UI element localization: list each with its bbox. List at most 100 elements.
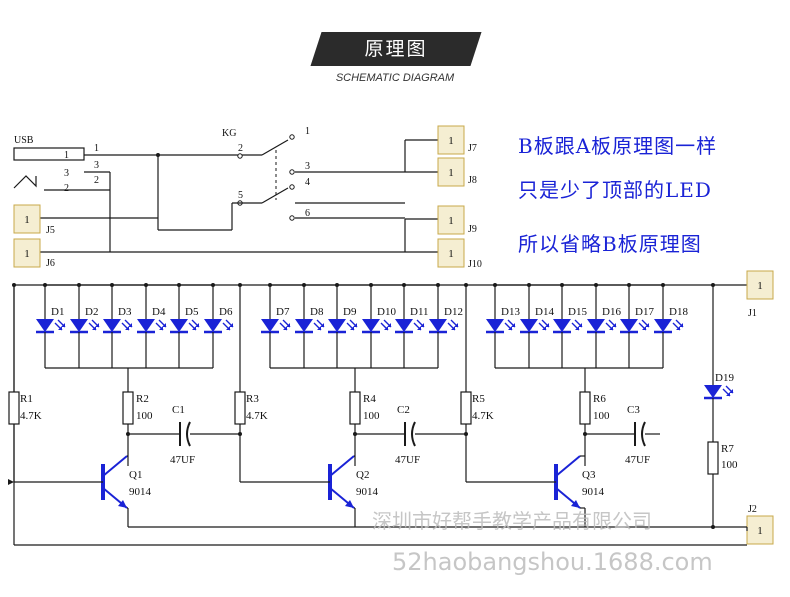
resistor-r4 [349,391,361,425]
page-title: 原理图 [364,38,428,60]
led-d16-top-junction [594,283,598,287]
resistor-r7-name: R7 [721,443,734,455]
resistor-r1-value: 4.7K [20,410,42,422]
usb-pin-2: 2 [64,183,69,194]
led-d1-ray-tips [58,323,65,330]
connector-j9-box [437,205,465,235]
led-d10-top-junction [369,283,373,287]
led-d1-body [36,319,54,332]
kg-pin-2: 2 [238,143,243,154]
led-d16-label: D16 [602,306,621,318]
kg-pin-2-terminal [237,153,243,159]
led-d10-ray-tips [384,323,391,330]
kg-contact-a [261,139,289,156]
connector-j2-box-label: 1 [757,525,763,537]
led-d13-top-junction [493,283,497,287]
led-d19-label: D19 [715,372,734,384]
watermark-url: 52haobangshou.1688.com [392,548,713,576]
kg-pin-3: 3 [305,161,310,172]
capacitor-c2-name: C2 [397,404,410,416]
led-d7-body [261,319,279,332]
connector-j2-box [746,515,774,545]
resistor-r7-value: 100 [721,459,738,471]
junction-c2-r5 [464,432,468,436]
resistor-r4-name: R4 [363,393,376,405]
note-line-3: 所以省略B板原理图 [518,232,702,256]
led-d15-ray-tips [575,323,582,330]
led-d10-label: D10 [377,306,396,318]
led-d5-ray-tips [192,323,199,330]
led-d7-ray-tips [283,323,290,330]
junction-r1-top [12,283,16,287]
led-d8-ray-tips [317,323,324,330]
kg-pin-5: 5 [238,190,243,201]
note-line-1: B板跟A板原理图一样 [518,134,718,158]
connector-j1-label: J1 [748,308,757,319]
kg-contact-b [261,187,289,204]
connector-j5-box [13,204,41,234]
led-d6-ray-tips [226,323,233,330]
resistor-r4-value: 100 [363,410,380,422]
connector-j6-box [13,238,41,268]
led-d11-body [395,319,413,332]
resistor-r2-name: R2 [136,393,149,405]
led-d4-body [137,319,155,332]
led-d4-ray-tips [159,323,166,330]
resistor-r3-name: R3 [246,393,259,405]
resistor-r2-value: 100 [136,410,153,422]
kg-pin-6: 6 [305,208,310,219]
led-d13-body [486,319,504,332]
capacitor-c3-curved-plate [641,421,646,447]
usb-label: USB [14,135,34,146]
connector-j2-label: J2 [748,504,757,515]
led-d17-top-junction [627,283,631,287]
led-d6-top-junction [211,283,215,287]
kg-pin-1-terminal [289,134,295,140]
transistor-q2-type: 9014 [356,486,379,498]
led-d14-top-junction [527,283,531,287]
usb-line-pin-2: 2 [94,175,99,186]
capacitor-c1-value: 47UF [170,454,195,466]
capacitor-c2-curved-plate [411,421,416,447]
led-d7-top-junction [268,283,272,287]
connector-j7-box [437,125,465,155]
kg-pin-6-terminal [289,215,295,221]
led-d12-ray-tips [451,323,458,330]
wire-q1-base-arrow [8,479,14,485]
kg-pin-3-terminal [289,169,295,175]
led-d15-body [553,319,571,332]
transistor-q2-emitter-arrow [345,500,354,508]
connector-j10-label: J10 [468,259,482,270]
usb-plug [13,147,85,161]
resistor-r3-value: 4.7K [246,410,268,422]
led-d2-body [70,319,88,332]
connector-j8-label: J8 [468,175,477,186]
led-d1-label: D1 [51,306,64,318]
led-d15-label: D15 [568,306,587,318]
connector-j1-box [746,270,774,300]
led-d18-body [654,319,672,332]
led-d15-top-junction [560,283,564,287]
usb-pin-3: 3 [64,168,69,179]
led-d3-label: D3 [118,306,132,318]
connector-j6-box-label: 1 [24,248,30,260]
resistor-r5-name: R5 [472,393,485,405]
junction-r7-common [711,525,715,529]
capacitor-c1-curved-plate [186,421,191,447]
led-d9-label: D9 [343,306,357,318]
kg-pin-1: 1 [305,126,310,137]
kg-pin-4: 4 [305,177,310,188]
transistor-q3-collector-lead [555,455,581,477]
led-d19-body [704,385,722,398]
led-d13-ray-tips [508,323,515,330]
connector-j7-label: J7 [468,143,477,154]
title-banner: 原理图 [310,32,482,66]
transistor-q3-name: Q3 [582,469,596,481]
led-d17-ray-tips [642,323,649,330]
kg-pin-4-terminal [289,184,295,190]
led-d16-body [587,319,605,332]
transistor-q2-name: Q2 [356,469,369,481]
resistor-r6-value: 100 [593,410,610,422]
kg-label: KG [222,128,236,139]
